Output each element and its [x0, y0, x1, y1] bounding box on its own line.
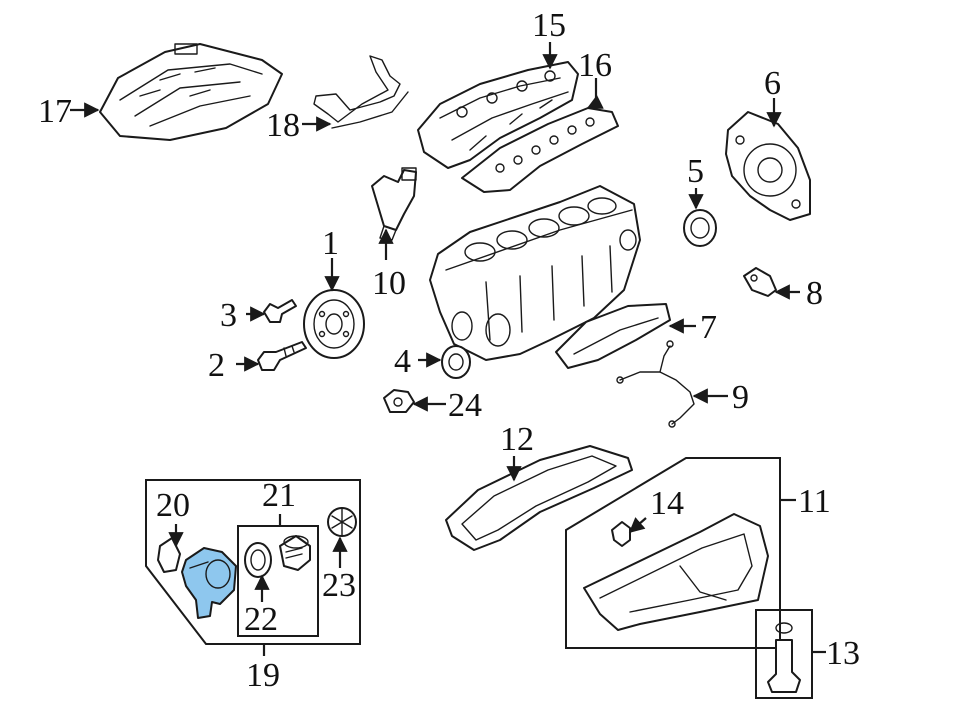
callout-24[interactable]: 24	[448, 387, 482, 424]
part-23-pulley[interactable]	[327, 507, 357, 537]
callout-1[interactable]: 1	[322, 225, 339, 262]
part-4-front-seal[interactable]	[441, 345, 471, 379]
callout-8[interactable]: 8	[806, 275, 823, 312]
callout-12[interactable]: 12	[500, 421, 534, 458]
part-1-crankshaft-pulley[interactable]	[303, 289, 365, 359]
part-15-valve-cover[interactable]	[417, 61, 579, 169]
engine-block	[429, 185, 641, 361]
callout-4[interactable]: 4	[394, 343, 411, 380]
part-18-timing-cover-gasket[interactable]	[313, 55, 409, 129]
callout-5[interactable]: 5	[687, 153, 704, 190]
callout-11[interactable]: 11	[798, 483, 831, 520]
part-19-thermostat-housing[interactable]	[181, 547, 237, 619]
callout-20[interactable]: 20	[156, 487, 190, 524]
callout-22[interactable]: 22	[244, 601, 278, 638]
callout-23[interactable]: 23	[322, 567, 356, 604]
part-11-oil-pan[interactable]	[583, 513, 769, 631]
part-22-oring[interactable]	[244, 542, 272, 578]
part-21-thermostat[interactable]	[279, 535, 311, 571]
callout-2[interactable]: 2	[208, 347, 225, 384]
box-11-oil-pan-group	[565, 457, 781, 649]
callout-6[interactable]: 6	[764, 65, 781, 102]
callout-9[interactable]: 9	[732, 379, 749, 416]
callout-3[interactable]: 3	[220, 297, 237, 334]
part-16-valve-cover-gasket[interactable]	[461, 107, 619, 193]
part-2-crankshaft-bolt[interactable]	[257, 341, 307, 371]
box-19-thermostat-group	[145, 479, 361, 645]
callout-10[interactable]: 10	[372, 265, 406, 302]
callout-7[interactable]: 7	[700, 309, 717, 346]
box-13-sensor-group	[755, 609, 813, 699]
callout-18[interactable]: 18	[266, 107, 300, 144]
callout-14[interactable]: 14	[650, 485, 684, 522]
part-13-oil-level-sensor[interactable]	[767, 622, 801, 693]
part-6-rear-cover[interactable]	[725, 111, 811, 221]
callout-17[interactable]: 17	[38, 93, 72, 130]
part-8-crankshaft-sensor[interactable]	[743, 267, 777, 297]
callout-labels: 17 18 15 16 6 5 10 8 1 7 3 2 4 9 24 12 1…	[38, 7, 860, 694]
box-21-thermostat-subgroup	[237, 525, 319, 637]
part-9-wiring-harness[interactable]	[616, 340, 695, 428]
part-10-camshaft-sensor[interactable]	[371, 167, 417, 241]
part-14-drain-plug[interactable]	[611, 521, 631, 547]
callout-16[interactable]: 16	[578, 47, 612, 84]
part-24-knock-sensor[interactable]	[383, 389, 415, 413]
part-3-pulley-bolt[interactable]	[263, 299, 297, 323]
leader-lines	[70, 42, 826, 656]
callout-13[interactable]: 13	[826, 635, 860, 672]
part-17-engine-cover[interactable]	[99, 43, 283, 141]
part-12-oil-pan-gasket[interactable]	[445, 445, 633, 551]
callout-15[interactable]: 15	[532, 7, 566, 44]
callout-19[interactable]: 19	[246, 657, 280, 694]
part-5-rear-seal[interactable]	[683, 209, 717, 247]
callout-21[interactable]: 21	[262, 477, 296, 514]
